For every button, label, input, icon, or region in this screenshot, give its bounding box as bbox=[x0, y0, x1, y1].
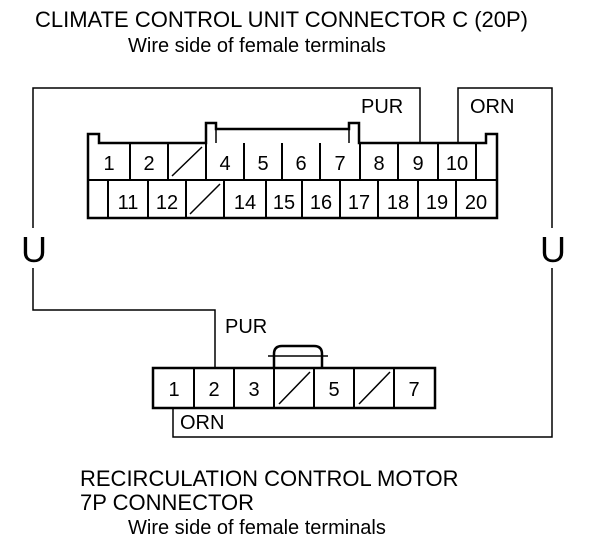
bottom-pur-label: PUR bbox=[225, 316, 267, 338]
top-pur-label: PUR bbox=[361, 96, 403, 118]
bottom-connector-title-line1: RECIRCULATION CONTROL MOTOR bbox=[80, 466, 459, 491]
bottom-connector: 1 2 3 5 7 bbox=[151, 344, 437, 410]
bottom-connector-lock-tab bbox=[272, 344, 324, 368]
pin-8: 8 bbox=[373, 153, 384, 175]
bottom-orn-label: ORN bbox=[180, 412, 224, 434]
bottom-pin-5: 5 bbox=[328, 379, 339, 401]
top-connector-title: CLIMATE CONTROL UNIT CONNECTOR C (20P) bbox=[35, 7, 528, 32]
pin-12: 12 bbox=[156, 192, 178, 214]
left-wire-upper bbox=[32, 87, 421, 228]
empty-cavity-slash bbox=[278, 371, 311, 405]
pin-5: 5 bbox=[257, 153, 268, 175]
pin-11: 11 bbox=[118, 192, 139, 214]
pin-20: 20 bbox=[465, 192, 487, 214]
pin-19: 19 bbox=[426, 192, 448, 214]
pin-17: 17 bbox=[348, 192, 370, 214]
empty-cavity-slash bbox=[358, 371, 391, 405]
pin-14: 14 bbox=[234, 192, 256, 214]
top-orn-label: ORN bbox=[470, 96, 514, 118]
left-junction-symbol: U bbox=[21, 229, 47, 270]
pin-6: 6 bbox=[295, 153, 306, 175]
bottom-connector-title-line2: 7P CONNECTOR bbox=[80, 490, 254, 515]
right-wire-upper bbox=[457, 87, 553, 228]
top-connector: 1 2 4 5 6 7 8 9 10 11 12 14 15 16 17 18 … bbox=[86, 121, 499, 220]
pin-15: 15 bbox=[273, 192, 295, 214]
left-wire-lower bbox=[32, 268, 216, 368]
bottom-pin-7: 7 bbox=[408, 379, 419, 401]
pin-7: 7 bbox=[334, 153, 345, 175]
top-connector-subtitle: Wire side of female terminals bbox=[128, 35, 386, 57]
pin-2: 2 bbox=[143, 153, 154, 175]
right-wire-lower bbox=[172, 268, 553, 438]
empty-cavity-slash bbox=[189, 183, 221, 215]
right-junction-symbol: U bbox=[540, 229, 566, 270]
pin-16: 16 bbox=[310, 192, 332, 214]
pin-4: 4 bbox=[219, 153, 230, 175]
bottom-pin-3: 3 bbox=[248, 379, 259, 401]
bottom-pin-1: 1 bbox=[168, 379, 179, 401]
pin-9: 9 bbox=[412, 153, 423, 175]
pin-18: 18 bbox=[387, 192, 409, 214]
pin-1: 1 bbox=[103, 153, 114, 175]
bottom-connector-subtitle: Wire side of female terminals bbox=[128, 517, 386, 539]
pin-10: 10 bbox=[446, 153, 468, 175]
empty-cavity-slash bbox=[171, 146, 203, 177]
bottom-pin-2: 2 bbox=[208, 379, 219, 401]
